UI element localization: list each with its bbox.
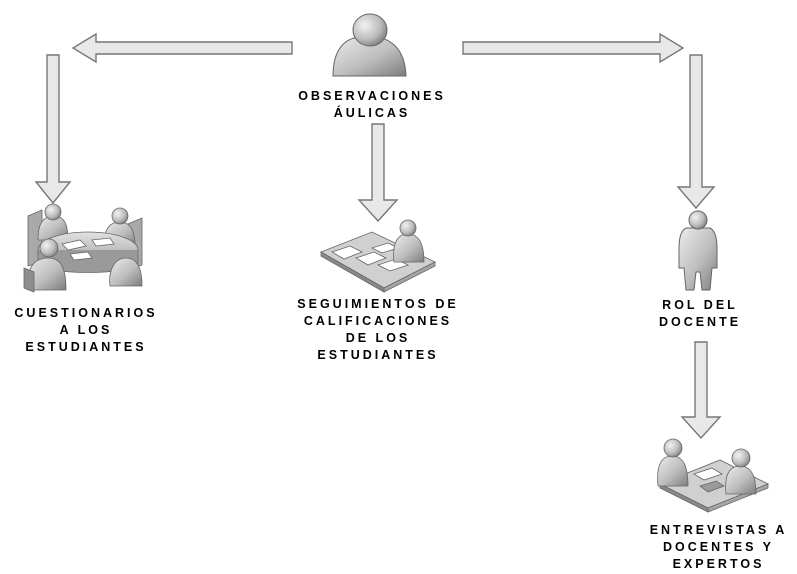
label-line: CUESTIONARIOS bbox=[14, 306, 158, 320]
arrow-to-left bbox=[71, 32, 293, 64]
desk-worker-icon bbox=[320, 219, 436, 293]
arrow-down-bottom bbox=[680, 341, 722, 440]
interview-icon bbox=[657, 438, 769, 513]
label-line: EXPERTOS bbox=[672, 557, 765, 571]
person-icon bbox=[332, 13, 407, 77]
label-line: DE LOS bbox=[345, 331, 411, 345]
label-line: SEGUIMIENTOS DE bbox=[297, 297, 459, 311]
arrow-to-right bbox=[462, 32, 685, 64]
label-cuestionarios: CUESTIONARIOS A LOS ESTUDIANTES bbox=[0, 305, 172, 356]
arrow-down-left bbox=[34, 54, 72, 205]
meeting-table-icon bbox=[23, 203, 143, 293]
label-line: DOCENTE bbox=[658, 315, 742, 329]
label-line: ESTUDIANTES bbox=[317, 348, 439, 362]
arrow-down-right bbox=[676, 54, 716, 210]
label-observaciones: OBSERVACIONES ÁULICAS bbox=[262, 88, 482, 122]
label-line: ENTREVISTAS A bbox=[649, 523, 788, 537]
label-rol-docente: ROL DEL DOCENTE bbox=[640, 297, 760, 331]
label-line: DOCENTES Y bbox=[662, 540, 775, 554]
label-entrevistas: ENTREVISTAS A DOCENTES Y EXPERTOS bbox=[640, 522, 797, 573]
standing-person-icon bbox=[678, 210, 718, 291]
label-line: CALIFICACIONES bbox=[303, 314, 453, 328]
arrow-down-middle bbox=[357, 123, 399, 223]
label-line: OBSERVACIONES bbox=[298, 89, 446, 103]
label-line: ÁULICAS bbox=[333, 106, 411, 120]
label-seguimientos: SEGUIMIENTOS DE CALIFICACIONES DE LOS ES… bbox=[278, 296, 478, 364]
label-line: ROL DEL bbox=[662, 298, 738, 312]
label-line: A LOS bbox=[59, 323, 113, 337]
label-line: ESTUDIANTES bbox=[25, 340, 147, 354]
